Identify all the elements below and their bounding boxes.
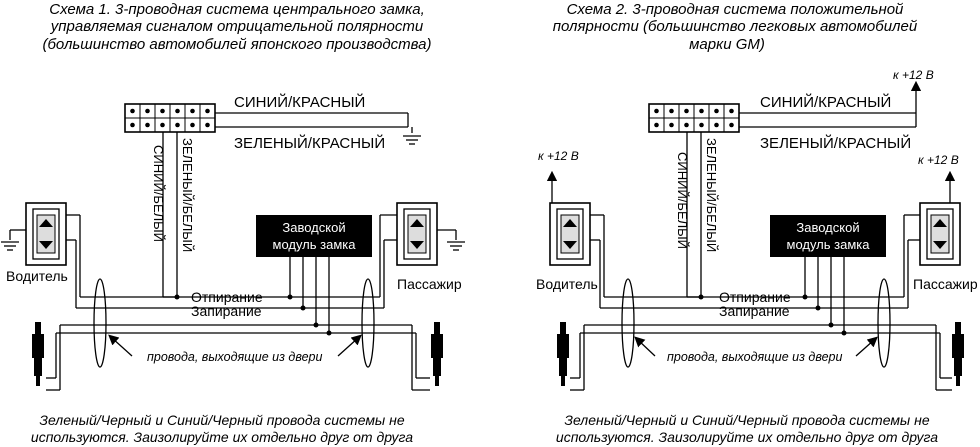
diagram-2-title-line-1: Схема 2. 3-проводная система положительн… (567, 1, 904, 18)
driver-actuator-icon (32, 322, 44, 386)
passenger-label: Пассажир (913, 276, 978, 292)
wire-green-white-label: ЗЕЛЕНЫЙ/БЕЛЫЙ (180, 138, 195, 252)
wire-green-white-label: ЗЕЛЕНЫЙ/БЕЛЫЙ (704, 138, 719, 252)
diagram-1-title-line-1: Схема 1. 3-проводная система центральног… (49, 1, 425, 18)
door-harness-left (93, 278, 107, 368)
note-line-2: используются. Заизолируйте их отдельно д… (31, 429, 413, 445)
ground-icon (446, 241, 466, 251)
lock-label: Запирание (719, 303, 790, 319)
wire-blue-white-label: СИНИЙ/БЕЛЫЙ (675, 152, 690, 249)
door-harness-right (877, 278, 891, 368)
door-harness-right (361, 278, 375, 368)
module-label-line-1: Заводской (796, 220, 859, 235)
note-line-1: Зеленый/Черный и Синий/Черный провода си… (39, 412, 404, 428)
diagram-1-title-line-3: (большинство автомобилей японского произ… (43, 36, 432, 53)
main-connector (648, 103, 740, 133)
wire-green-red-label: ЗЕЛЕНЫЙ/КРАСНЫЙ (234, 134, 385, 152)
note-line-1: Зеленый/Черный и Синий/Черный провода си… (564, 412, 929, 428)
door-harness-left (621, 278, 635, 368)
driver-label: Водитель (536, 276, 598, 292)
passenger-label: Пассажир (397, 276, 462, 292)
note-line-2: используются. Заизолируйте их отдельно д… (556, 429, 938, 445)
factory-module (770, 215, 886, 257)
module-label-line-2: модуль замка (787, 237, 871, 252)
passenger-switch-icon (396, 202, 438, 266)
driver-switch-icon (549, 202, 591, 266)
wire-blue-white-label: СИНИЙ/БЕЛЫЙ (151, 145, 166, 242)
passenger-actuator-icon (431, 322, 443, 386)
ground-icon (0, 241, 20, 251)
plus12-label-driver: к +12 В (538, 149, 579, 163)
driver-label: Водитель (6, 268, 68, 284)
passenger-actuator-icon (952, 322, 964, 386)
unlock-label: Отпирание (191, 289, 263, 305)
unlock-label: Отпирание (719, 289, 791, 305)
plus12-label-top: к +12 В (893, 68, 934, 82)
passenger-switch-icon (919, 202, 961, 266)
diagram-1: Схема 1. 3-проводная система центральног… (0, 1, 466, 445)
diagram-2: Схема 2. 3-проводная система положительн… (536, 1, 978, 445)
ground-icon (402, 135, 422, 145)
diagram-2-title-line-3: марки GM) (689, 36, 765, 53)
main-connector (124, 103, 216, 133)
diagram-2-title-line-2: полярности (большинство легковых автомоб… (553, 18, 918, 35)
diagram-1-title-line-2: управляемая сигналом отрицательной поляр… (50, 18, 424, 35)
driver-switch-icon (25, 202, 67, 266)
module-label-line-1: Заводской (282, 220, 345, 235)
factory-module (256, 215, 372, 257)
wire-green-red-label: ЗЕЛЕНЫЙ/КРАСНЫЙ (760, 134, 911, 152)
plus12-label-passenger: к +12 В (918, 153, 959, 167)
driver-actuator-icon (557, 322, 569, 386)
wire-blue-red-label: СИНИЙ/КРАСНЫЙ (234, 93, 365, 111)
lock-label: Запирание (191, 303, 262, 319)
door-wires-label: провода, выходящие из двери (147, 350, 322, 364)
door-wires-label: провода, выходящие из двери (667, 350, 842, 364)
wire-blue-red-label: СИНИЙ/КРАСНЫЙ (760, 93, 891, 111)
module-label-line-2: модуль замка (273, 237, 357, 252)
